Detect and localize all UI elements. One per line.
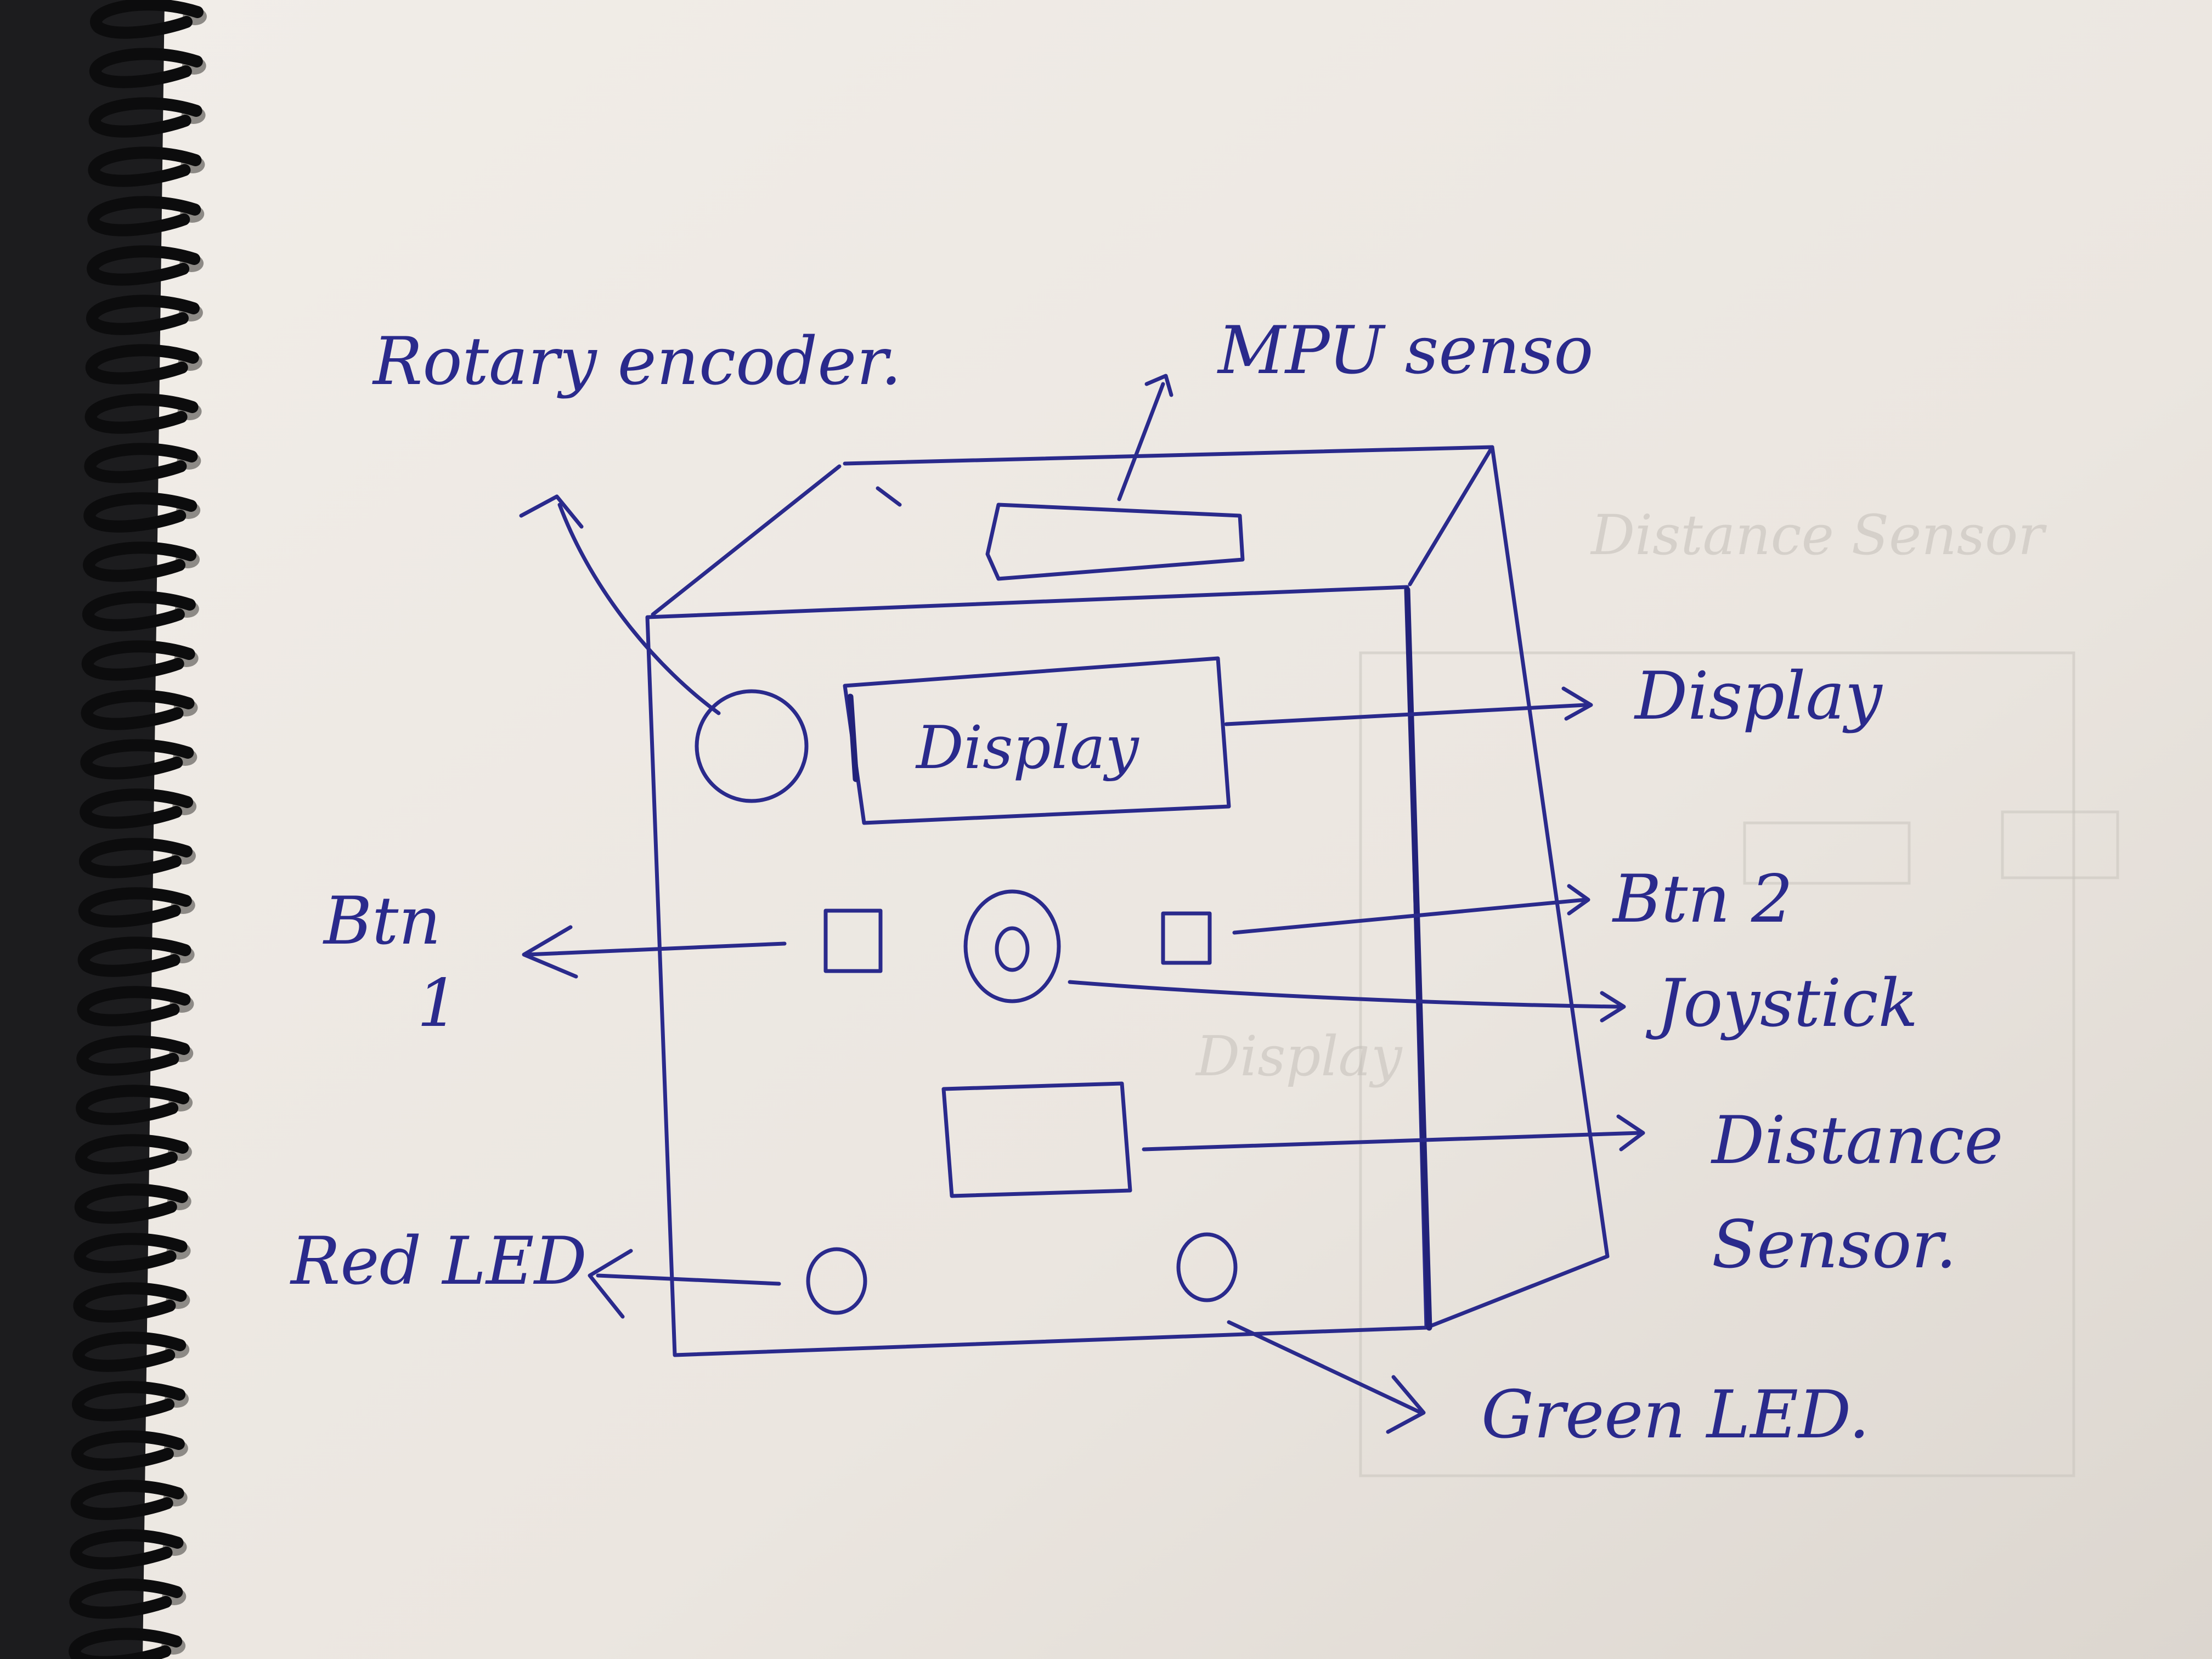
green-led-shape xyxy=(1176,1232,1238,1302)
binding-ring xyxy=(73,1282,187,1323)
binding-ring xyxy=(75,1183,188,1224)
binding-ring xyxy=(77,986,191,1026)
binding-ring xyxy=(83,492,198,533)
binding-ring xyxy=(76,1085,190,1125)
red-led-arrowhead xyxy=(588,1249,633,1319)
rotary-arrowhead xyxy=(519,494,584,529)
red-led-arrow-line xyxy=(596,1273,781,1286)
ghost-small-box-2 xyxy=(1743,821,1911,885)
binding-ring xyxy=(81,640,195,681)
binding-ring xyxy=(71,1430,185,1471)
mpu-arrowhead xyxy=(1144,374,1173,397)
display-inner-label: Display xyxy=(915,714,1140,782)
binding-ring xyxy=(84,393,199,434)
binding-ring xyxy=(87,245,201,286)
distance-sensor-label-line1: Distance xyxy=(1711,1103,2003,1179)
display-edge-mark xyxy=(847,693,859,782)
rotary-encoder-label: Rotary encoder. xyxy=(372,324,902,400)
green-led-label: Green LED. xyxy=(1481,1377,1870,1453)
binding-ring xyxy=(70,1480,184,1520)
binding-ring xyxy=(84,443,198,483)
ghost-text-2: Display xyxy=(1195,1024,1403,1088)
display-label: Display xyxy=(1634,658,1883,735)
btn1-arrowhead xyxy=(522,925,578,979)
binding-ring xyxy=(88,97,202,138)
red-led-shape xyxy=(806,1247,867,1315)
mpu-sensor-shape xyxy=(985,503,1245,581)
display-arrowhead xyxy=(1561,686,1593,721)
annotation-labels: Rotary encoder. MPU senso Display Btn 1 … xyxy=(290,313,2003,1453)
binding-ring xyxy=(79,838,193,878)
joystick-arrow-line xyxy=(1068,980,1621,1009)
distance-arrow-line xyxy=(1142,1131,1643,1152)
joystick-arrowhead xyxy=(1600,991,1626,1023)
binding-ring xyxy=(82,591,196,631)
ghost-text-1: Distance Sensor xyxy=(1590,503,2047,567)
distance-sensor-shape xyxy=(941,1081,1132,1198)
rotary-arrow-line xyxy=(557,503,721,715)
binding-ring xyxy=(74,1233,188,1273)
btn1-label-line2: 1 xyxy=(417,966,459,1042)
btn1-shape xyxy=(823,909,883,973)
binding-ring xyxy=(81,690,195,730)
binding-ring xyxy=(83,541,197,582)
btn1-label-line1: Btn xyxy=(323,883,441,960)
ghost-box xyxy=(1359,651,2075,1477)
binding-ring xyxy=(69,1628,183,1659)
ghost-small-box xyxy=(2001,810,2119,879)
joystick-outer xyxy=(963,889,1061,1003)
btn2-shape xyxy=(1161,911,1212,965)
binding-ring xyxy=(87,196,201,236)
annotation-arrows xyxy=(519,374,1645,1434)
binding-ring xyxy=(72,1331,187,1372)
binding-ring xyxy=(78,887,192,928)
binding-ring xyxy=(90,0,204,39)
binding-ring xyxy=(80,788,194,829)
btn1-arrow-line xyxy=(524,941,787,957)
show-through-ghost: Distance Sensor Display xyxy=(1195,503,2119,1477)
joystick-knob xyxy=(995,926,1030,972)
binding-ring xyxy=(77,936,191,977)
box-right-face xyxy=(1424,445,1610,1330)
distance-sensor-label-line2: Sensor. xyxy=(1712,1207,1957,1283)
mpu-sensor-label: MPU senso xyxy=(1217,313,1594,389)
binding-ring xyxy=(86,344,199,385)
rotary-encoder-shape xyxy=(695,689,809,803)
joystick-label: Joystick xyxy=(1645,966,1918,1042)
binding-ring xyxy=(75,1134,189,1175)
mpu-arrow-line xyxy=(1117,382,1165,501)
binding-ring xyxy=(80,739,194,780)
spiral-binding xyxy=(69,0,207,1659)
binding-ring xyxy=(76,1035,190,1076)
red-led-label: Red LED xyxy=(290,1223,587,1300)
btn2-arrow-line xyxy=(1232,898,1588,935)
binding-ring xyxy=(88,146,202,187)
binding-ring xyxy=(69,1578,183,1619)
binding-ring xyxy=(86,295,200,335)
box-top-tick xyxy=(876,486,902,507)
binding-ring xyxy=(72,1381,186,1421)
binding-ring xyxy=(89,48,203,88)
green-led-arrowhead xyxy=(1386,1375,1426,1434)
binding-ring xyxy=(70,1529,184,1570)
distance-arrowhead xyxy=(1616,1114,1645,1152)
display-arrow-line xyxy=(1224,703,1588,726)
paper-sheet xyxy=(143,0,2212,1659)
green-led-arrow-line xyxy=(1227,1320,1423,1415)
btn2-label: Btn 2 xyxy=(1612,861,1793,938)
btn2-arrowhead xyxy=(1567,884,1590,916)
